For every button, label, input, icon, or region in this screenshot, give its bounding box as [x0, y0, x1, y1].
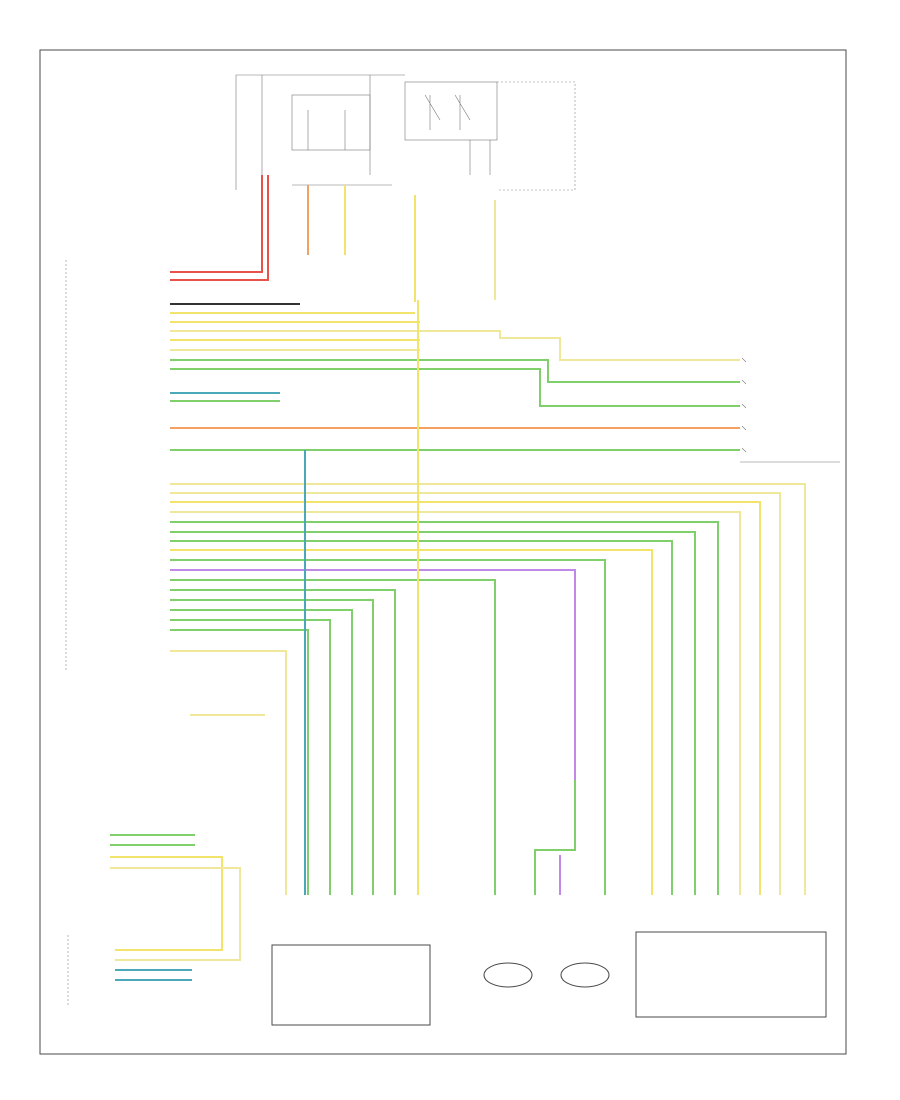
solenoid-pack-right [635, 931, 827, 1018]
power-distribution-area [235, 74, 576, 191]
harness-wires [170, 303, 840, 463]
relay-box [291, 94, 371, 151]
solenoid-pack-left [271, 944, 431, 1026]
top-dropper-wires [307, 185, 496, 302]
switch-box [404, 81, 498, 141]
right-connector [741, 357, 747, 453]
input-speed-sensor [483, 962, 533, 988]
shifter-group [67, 834, 241, 1005]
sensor-bundle-wires [170, 300, 806, 895]
speed-sensors [483, 780, 610, 988]
output-speed-sensor [560, 962, 610, 988]
diagram-frame [39, 49, 847, 1055]
power-feed-wires [170, 175, 269, 281]
